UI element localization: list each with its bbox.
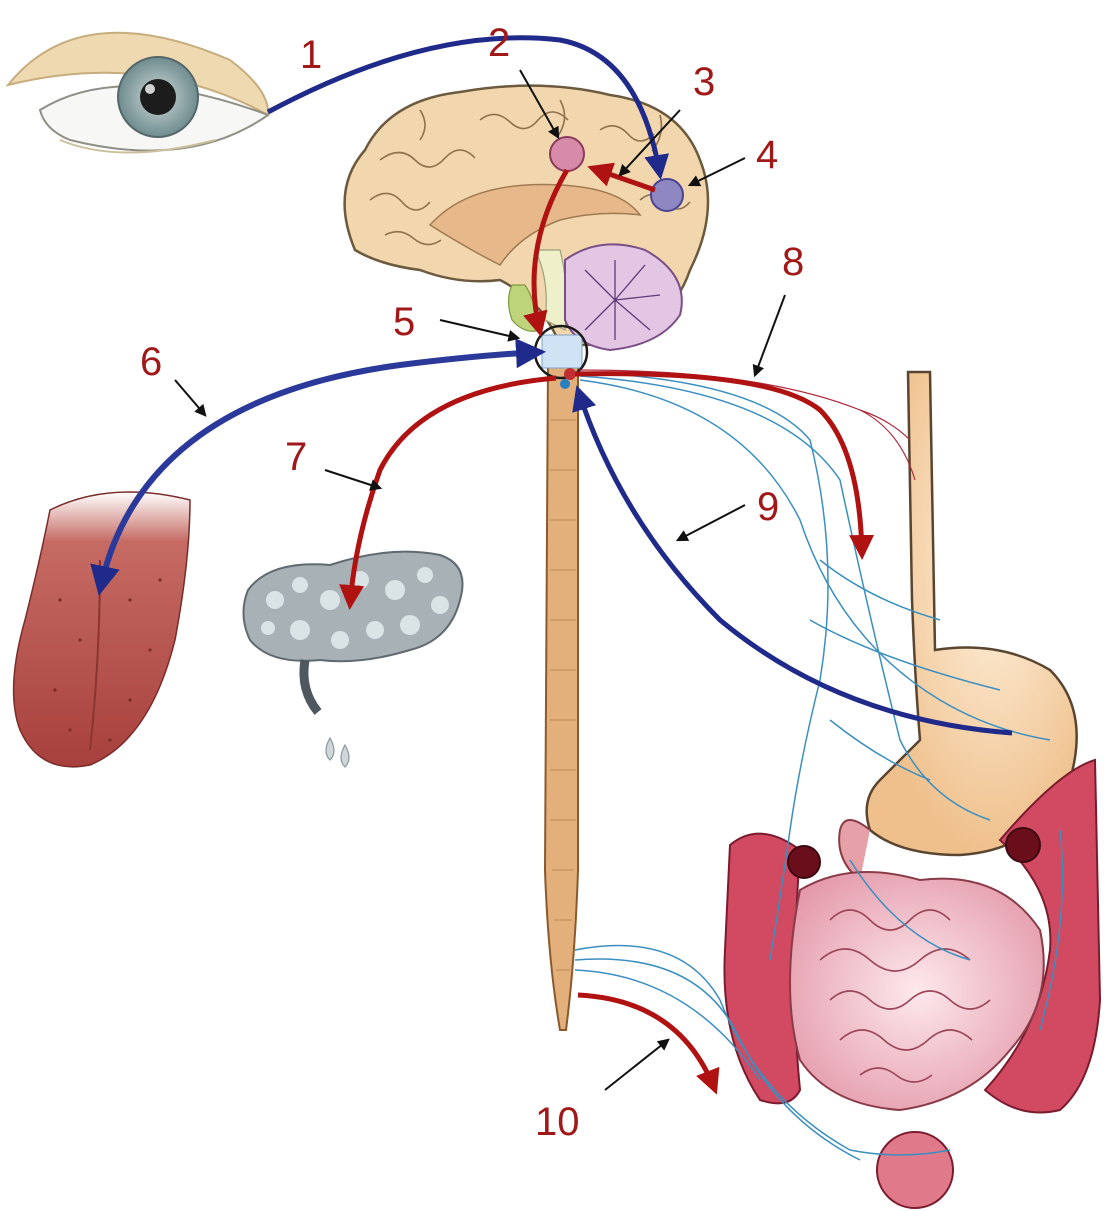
eye-icon <box>8 33 268 153</box>
spinal-cord-icon <box>535 326 587 1030</box>
label-1: 1 <box>300 33 322 77</box>
label-5: 5 <box>393 300 415 344</box>
label-7: 7 <box>285 435 307 479</box>
label-9: 9 <box>757 485 779 529</box>
label-2: 2 <box>488 21 510 65</box>
label-4: 4 <box>756 133 778 177</box>
label-8: 8 <box>782 240 804 284</box>
label-10: 10 <box>535 1100 580 1144</box>
arrow-10-efferent <box>578 995 715 1090</box>
tongue-icon <box>14 492 190 767</box>
arrow-8-efferent <box>575 374 862 555</box>
label-3: 3 <box>693 60 715 104</box>
label-6: 6 <box>140 340 162 384</box>
sympathetic-nerves <box>580 370 915 480</box>
